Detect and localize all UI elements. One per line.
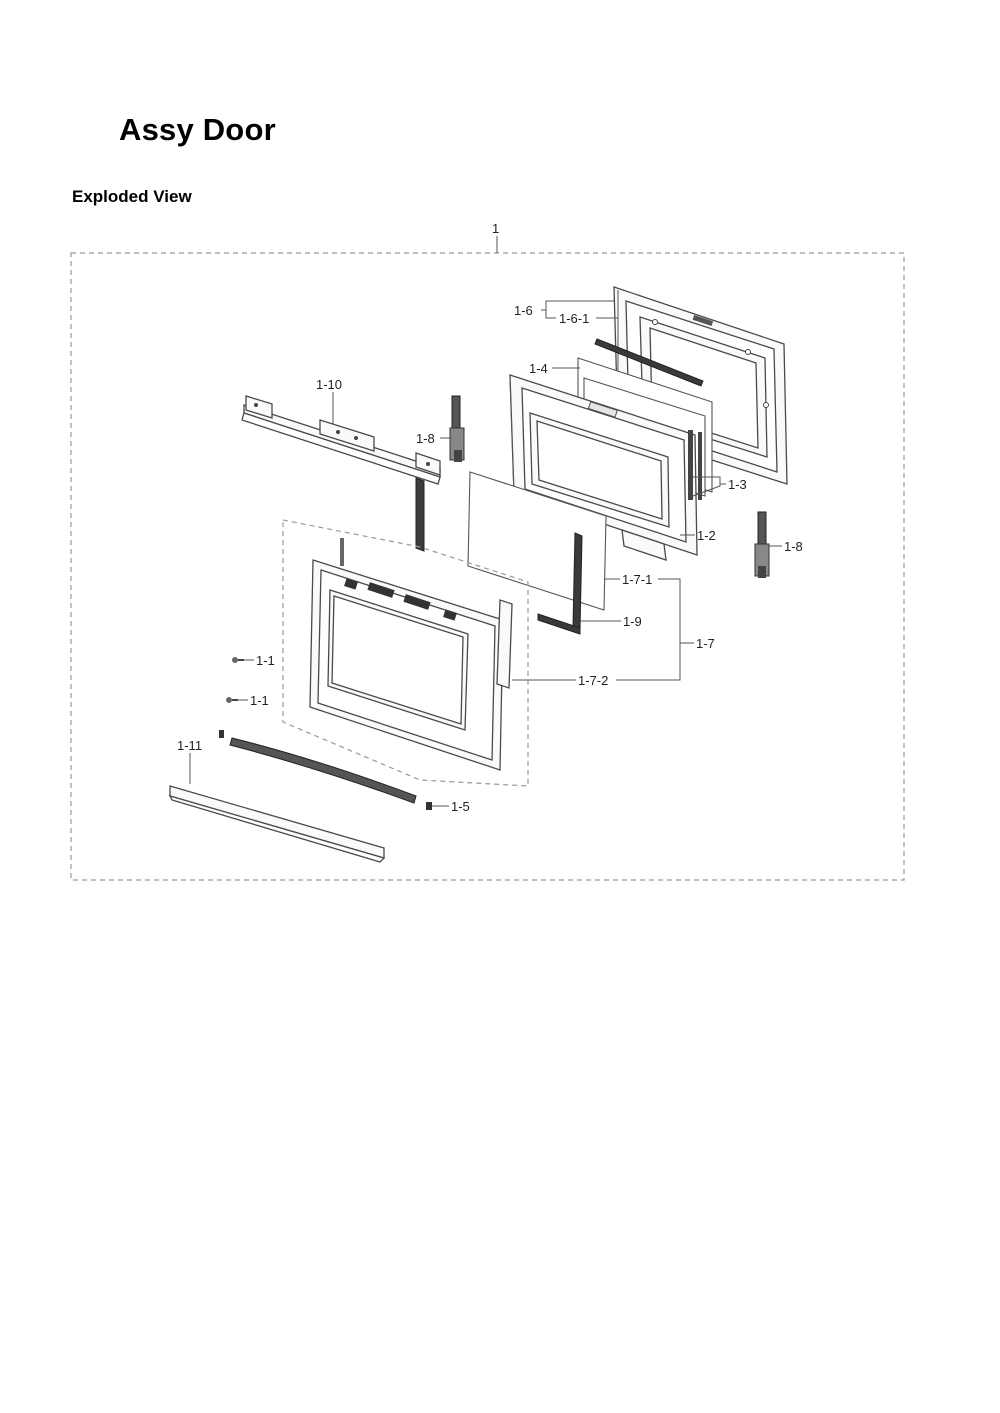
- left-side-channel: [415, 477, 425, 552]
- door-seal-strip: [594, 338, 704, 387]
- section-subtitle: Exploded View: [72, 187, 192, 206]
- callout-1-6: 1-6: [514, 303, 533, 318]
- callout-1-2: 1-2: [697, 528, 716, 543]
- callout-1-11: 1-11: [177, 738, 202, 753]
- outer-door-subassembly-boundary: [282, 519, 529, 787]
- glass-trim-bracket: [537, 532, 583, 635]
- callout-1-7-1: 1-7-1: [622, 572, 652, 587]
- leader-1-3: [692, 476, 721, 497]
- callout-1-7-2: 1-7-2: [578, 673, 608, 688]
- screw-upper: [232, 657, 244, 663]
- inner-glass-frame: [509, 374, 698, 561]
- page-title: Assy Door: [119, 112, 276, 147]
- callout-1-9: 1-9: [623, 614, 642, 629]
- callout-1-4: 1-4: [529, 361, 548, 376]
- top-hinge-rail: [241, 395, 441, 485]
- callout-1: 1: [492, 221, 499, 236]
- callout-1-8-right: 1-8: [784, 539, 803, 554]
- handle-end-cap: [426, 802, 432, 810]
- callout-1-3: 1-3: [728, 477, 747, 492]
- callout-1-1-lower: 1-1: [250, 693, 269, 708]
- screw-lower: [226, 697, 238, 703]
- bottom-trim: [168, 785, 386, 863]
- leader-1-6: [541, 300, 614, 311]
- leader-1-7: [616, 578, 681, 681]
- door-handle: [219, 730, 417, 804]
- callout-1-7: 1-7: [696, 636, 715, 651]
- callout-1-1-upper: 1-1: [256, 653, 275, 668]
- callout-1-8-left: 1-8: [416, 431, 435, 446]
- outer-door-panel: [309, 538, 513, 771]
- callout-1-6-1: 1-6-1: [559, 311, 589, 326]
- outer-glass: [467, 471, 607, 611]
- glass-spacers: [688, 430, 702, 500]
- callout-1-10: 1-10: [316, 377, 342, 392]
- callout-1-5: 1-5: [451, 799, 470, 814]
- right-hinge: [754, 511, 770, 578]
- left-hinge: [449, 395, 465, 462]
- assembly-boundary: [70, 252, 905, 881]
